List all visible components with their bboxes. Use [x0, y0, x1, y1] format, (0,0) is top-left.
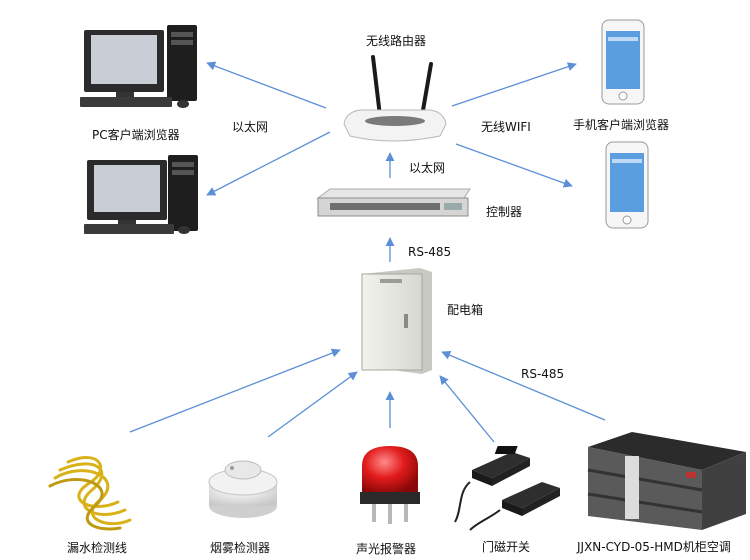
controller-device-icon	[316, 188, 471, 217]
mobile-phone-icon-bottom	[605, 141, 649, 229]
arrow-cabinet-to-box	[441, 350, 606, 421]
pc-computer-icon-top	[80, 25, 197, 108]
sound-light-alarm-icon	[360, 446, 420, 524]
arrow-smoke-to-box	[267, 371, 358, 438]
label-ethernet-center: 以太网	[409, 161, 446, 175]
cabinet-air-conditioner-icon	[494, 432, 746, 530]
smoke-detector-icon	[208, 460, 278, 518]
label-smoke-detector: 烟雾检测器	[210, 541, 271, 555]
wireless-router-icon	[343, 55, 447, 142]
label-rs485-top: RS-485	[408, 245, 452, 259]
label-cabinet-ac: JJXN-CYD-05-HMD机柜空调	[577, 540, 731, 554]
arrow-router-to-phone-bottom	[455, 143, 573, 188]
arrow-router-to-pc-top	[206, 61, 327, 109]
connection-arrows	[129, 61, 606, 443]
distribution-box-icon	[361, 268, 432, 374]
arrow-waterleak-to-box	[129, 348, 341, 433]
label-controller: 控制器	[486, 205, 523, 219]
arrow-router-to-phone-top	[451, 62, 577, 107]
pc-computer-icon-bottom	[84, 155, 198, 234]
label-rs485-right: RS-485	[521, 367, 565, 381]
arrow-router-to-pc-bottom	[206, 131, 331, 196]
label-door-switch: 门磁开关	[482, 540, 531, 554]
label-mobile-browser: 手机客户端浏览器	[573, 118, 670, 132]
mobile-phone-icon-top	[601, 19, 645, 105]
label-distribution-box: 配电箱	[447, 303, 484, 317]
label-ethernet-left: 以太网	[232, 120, 269, 134]
label-router: 无线路由器	[366, 34, 427, 48]
water-leak-cable-icon	[48, 456, 132, 531]
door-magnetic-switch-icon	[454, 452, 560, 531]
label-wireless-wifi: 无线WIFI	[481, 120, 531, 134]
label-water-leak: 漏水检测线	[67, 541, 128, 555]
label-sound-light-alarm: 声光报警器	[356, 542, 417, 556]
label-pc-browser: PC客户端浏览器	[92, 128, 180, 142]
arrow-door-to-box	[439, 375, 495, 443]
